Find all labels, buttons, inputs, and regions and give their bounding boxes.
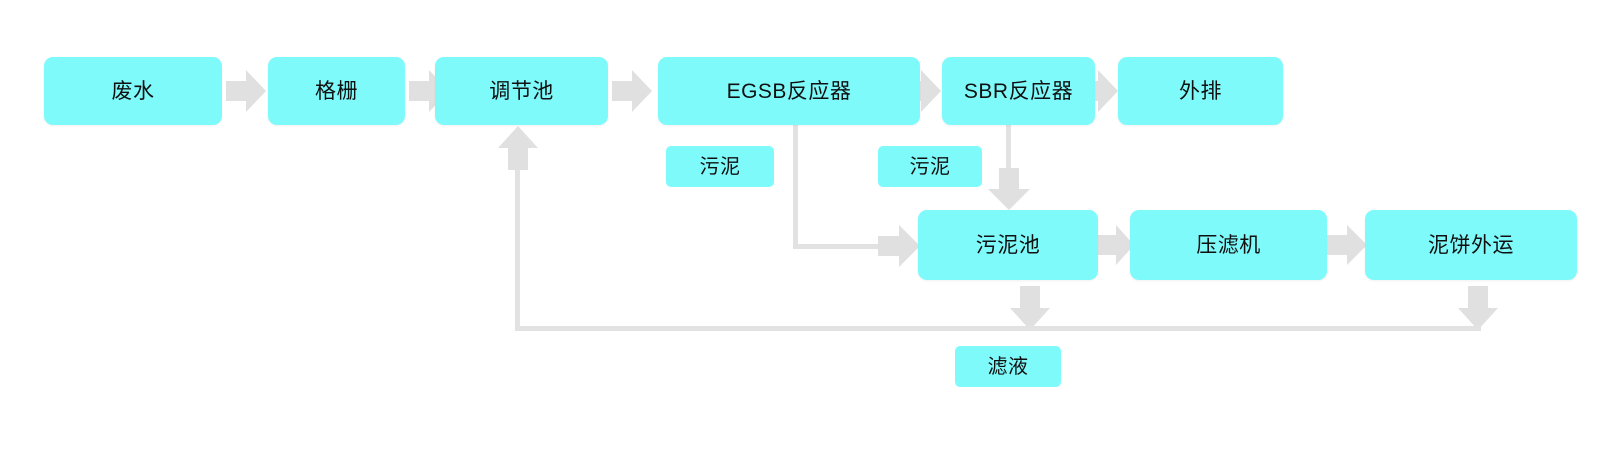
node-filtrate[interactable]: 滤液: [955, 346, 1061, 387]
node-discharge[interactable]: 外排: [1118, 57, 1283, 125]
node-label: 压滤机: [1196, 233, 1261, 257]
node-wastewater[interactable]: 废水: [44, 57, 222, 125]
connector-egsb-right: [793, 244, 885, 249]
node-label: 污泥: [909, 155, 951, 178]
arrow-sbr-to-discharge: [1078, 70, 1118, 112]
node-sludge-label-sbr[interactable]: 污泥: [878, 146, 982, 187]
node-filter-press[interactable]: 压滤机: [1130, 210, 1327, 280]
node-label: 废水: [111, 79, 155, 103]
arrow-sludge-pool-filtrate-down: [1010, 286, 1050, 330]
arrow-cake-out-filtrate-down: [1458, 286, 1498, 330]
connector-sbr-down: [1006, 123, 1011, 173]
arrow-wastewater-to-grille: [226, 70, 266, 112]
node-sludge-pool[interactable]: 污泥池: [918, 210, 1098, 280]
connector-egsb-down: [793, 123, 798, 249]
arrow-egsb-sludge-to-pool: [878, 225, 920, 267]
node-label: 格栅: [315, 79, 358, 103]
node-equalization-tank[interactable]: 调节池: [435, 57, 608, 125]
node-label: 外排: [1179, 79, 1222, 103]
arrow-sbr-sludge-to-pool: [988, 168, 1030, 210]
arrow-equal-tank-to-egsb: [612, 70, 652, 112]
node-label: 污泥池: [975, 233, 1041, 257]
node-label: 调节池: [489, 79, 554, 103]
node-sbr-reactor[interactable]: SBR反应器: [942, 57, 1095, 125]
node-label: 泥饼外运: [1428, 233, 1514, 257]
node-label: 滤液: [987, 355, 1029, 378]
node-label: 污泥: [699, 155, 741, 178]
node-label: EGSB反应器: [726, 79, 852, 103]
arrow-egsb-to-sbr: [901, 70, 941, 112]
arrow-filter-press-to-cake-out: [1327, 225, 1367, 265]
connector-return-left-up: [515, 160, 520, 328]
connector-return-bottom: [515, 326, 1481, 331]
node-cake-transport[interactable]: 泥饼外运: [1365, 210, 1577, 280]
node-sludge-label-egsb[interactable]: 污泥: [666, 146, 774, 187]
node-egsb-reactor[interactable]: EGSB反应器: [658, 57, 920, 125]
node-grille[interactable]: 格栅: [268, 57, 405, 125]
arrow-sludge-pool-to-filter-press: [1098, 225, 1134, 265]
arrow-return-to-equal-tank: [498, 126, 538, 170]
node-label: SBR反应器: [963, 79, 1074, 103]
